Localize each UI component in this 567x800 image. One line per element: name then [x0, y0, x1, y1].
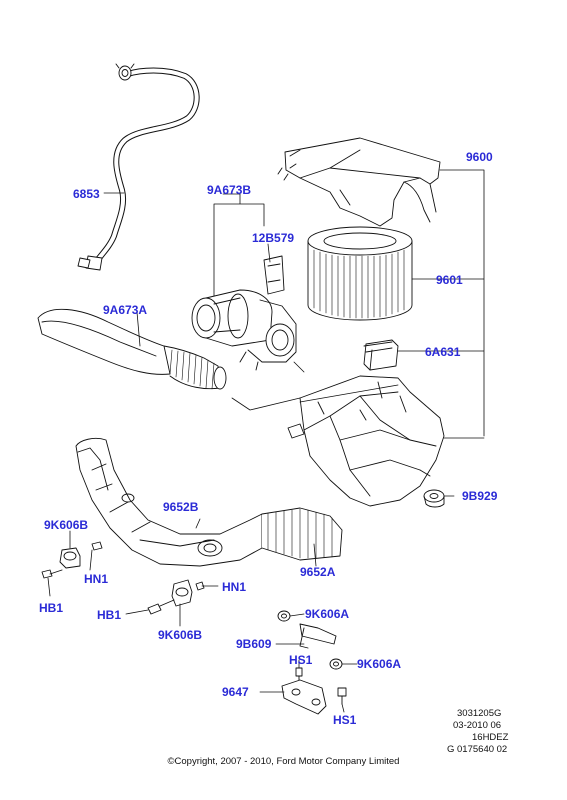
callout-9a673a[interactable]: 9A673A	[103, 303, 148, 317]
callout-9600[interactable]: 9600	[466, 150, 493, 164]
callout-hn1-mid[interactable]: HN1	[222, 580, 247, 594]
duct-9652b	[75, 437, 263, 567]
airbox-lower	[287, 375, 445, 507]
intake-duct-9a673a	[37, 308, 227, 390]
filter-element-9601	[307, 226, 413, 321]
callout-hb1-left[interactable]: HB1	[39, 601, 64, 615]
leader-lines	[47, 169, 485, 713]
callout-12b579[interactable]: 12B579	[252, 231, 295, 245]
hose-6853	[77, 63, 200, 271]
grommet-9b929	[423, 489, 445, 508]
washer-9k606a-bot	[329, 658, 343, 670]
ref-line-3: 16HDEZ	[472, 732, 509, 743]
callout-6a631[interactable]: 6A631	[425, 345, 461, 359]
washer-9k606a-top	[277, 610, 291, 622]
mount-left	[41, 541, 103, 579]
callout-9k606a-top[interactable]: 9K606A	[305, 607, 350, 621]
callout-9601[interactable]: 9601	[436, 273, 463, 287]
ref-line-4: G 0175640 02	[447, 744, 508, 755]
callout-hs1-bot[interactable]: HS1	[333, 713, 357, 727]
copyright-notice: ©Copyright, 2007 - 2010, Ford Motor Comp…	[167, 756, 400, 767]
cover-9600	[277, 137, 441, 227]
callout-9b609[interactable]: 9B609	[236, 637, 272, 651]
duct-9652a	[261, 507, 343, 561]
callout-hn1-left[interactable]: HN1	[84, 572, 109, 586]
callout-9652b[interactable]: 9652B	[163, 500, 199, 514]
callout-hs1-top[interactable]: HS1	[289, 653, 313, 667]
maf-housing-9a673b	[191, 255, 297, 371]
mount-mid	[147, 579, 205, 615]
callout-6853[interactable]: 6853	[73, 187, 100, 201]
callout-9b929[interactable]: 9B929	[462, 489, 498, 503]
bracket-9647	[281, 679, 327, 715]
callout-9k606b-top[interactable]: 9K606B	[44, 518, 89, 532]
callout-9a673b[interactable]: 9A673B	[207, 183, 252, 197]
callout-9k606a-bot[interactable]: 9K606A	[357, 657, 402, 671]
pad-6a631	[363, 339, 399, 371]
ref-line-1: 3031205G	[457, 708, 502, 719]
callout-9647[interactable]: 9647	[222, 685, 249, 699]
callout-hb1-mid[interactable]: HB1	[97, 608, 122, 622]
callout-9652a[interactable]: 9652A	[300, 565, 336, 579]
bolt-hs1-bot	[337, 687, 347, 705]
bracket-9b609	[299, 623, 337, 649]
callout-9k606b-mid[interactable]: 9K606B	[158, 628, 203, 642]
ref-line-2: 03-2010 06	[453, 720, 502, 731]
